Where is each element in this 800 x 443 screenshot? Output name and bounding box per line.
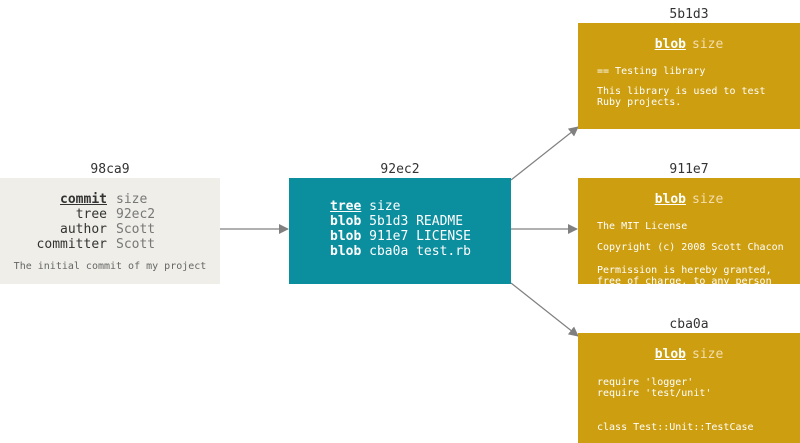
commit-object: commit size tree 92ec2 author Scott comm…: [0, 178, 220, 284]
blob-content-line: This library is used to test: [597, 86, 766, 97]
commit-field-key-tree: tree: [75, 207, 107, 222]
commit-header-value: size: [116, 192, 148, 207]
blob-size-label: size: [692, 192, 724, 207]
blob-type-label: blob: [654, 192, 686, 207]
blob-content-line: Permission is hereby granted,: [597, 265, 772, 276]
blob-content-line: == Testing library: [597, 66, 706, 77]
commit-hash-label: 98ca9: [90, 162, 130, 177]
blob-object-cba0a: blob size require 'logger' require 'test/…: [578, 333, 800, 443]
blob-content-line: Copyright (c) 2008 Scott Chacon: [597, 242, 784, 253]
commit-field-value-tree: 92ec2: [116, 207, 156, 222]
tree-entry-type: blob: [330, 229, 362, 244]
tree-entry-name: LICENSE: [416, 229, 471, 244]
tree-entry-hash: cba0a: [369, 244, 409, 259]
tree-entry-row: blob 911e7 LICENSE: [330, 229, 471, 244]
blob-content-line: free of charge, to any person: [597, 276, 772, 284]
tree-entry-name: test.rb: [416, 244, 471, 259]
arrow-tree-to-blob-cba0a: [510, 282, 579, 337]
commit-field-key-committer: committer: [36, 237, 107, 252]
tree-entry-name: README: [416, 214, 464, 229]
blob-content-line: Ruby projects.: [597, 97, 682, 108]
tree-entry-row: blob cba0a test.rb: [330, 244, 471, 259]
commit-message: The initial commit of my project: [13, 261, 207, 272]
blob-content-line: The MIT License: [597, 221, 688, 232]
blob-content-line: require 'logger': [597, 377, 694, 388]
commit-field-value-committer: Scott: [116, 237, 156, 252]
commit-header-key: commit: [60, 192, 107, 207]
tree-header-value: size: [369, 199, 401, 214]
blob-5b1d3-hash-label: 5b1d3: [669, 7, 709, 22]
commit-field-key-author: author: [60, 222, 107, 237]
tree-entry-hash: 911e7: [369, 229, 409, 244]
tree-hash-label: 92ec2: [380, 162, 420, 177]
tree-object: tree size blob 5b1d3 README blob 911e7 L…: [289, 178, 511, 284]
tree-entry-row: blob 5b1d3 README: [330, 214, 463, 229]
blob-object-5b1d3: blob size == Testing library This library…: [578, 23, 800, 129]
blob-911e7-hash-label: 911e7: [669, 162, 709, 177]
tree-entry-hash: 5b1d3: [369, 214, 409, 229]
arrow-tree-to-blob-5b1d3: [510, 126, 579, 181]
tree-entry-type: blob: [330, 244, 362, 259]
blob-type-label: blob: [654, 37, 686, 52]
blob-content-line: class Test::Unit::TestCase: [597, 422, 754, 433]
blob-size-label: size: [692, 347, 724, 362]
commit-field-value-author: Scott: [116, 222, 156, 237]
blob-object-911e7: blob size The MIT License Copyright (c) 2…: [578, 178, 800, 284]
tree-entry-type: blob: [330, 214, 362, 229]
blob-content-line: require 'test/unit': [597, 388, 712, 399]
blob-size-label: size: [692, 37, 724, 52]
blob-cba0a-hash-label: cba0a: [669, 317, 709, 332]
blob-type-label: blob: [654, 347, 686, 362]
tree-header-key: tree: [330, 199, 362, 214]
